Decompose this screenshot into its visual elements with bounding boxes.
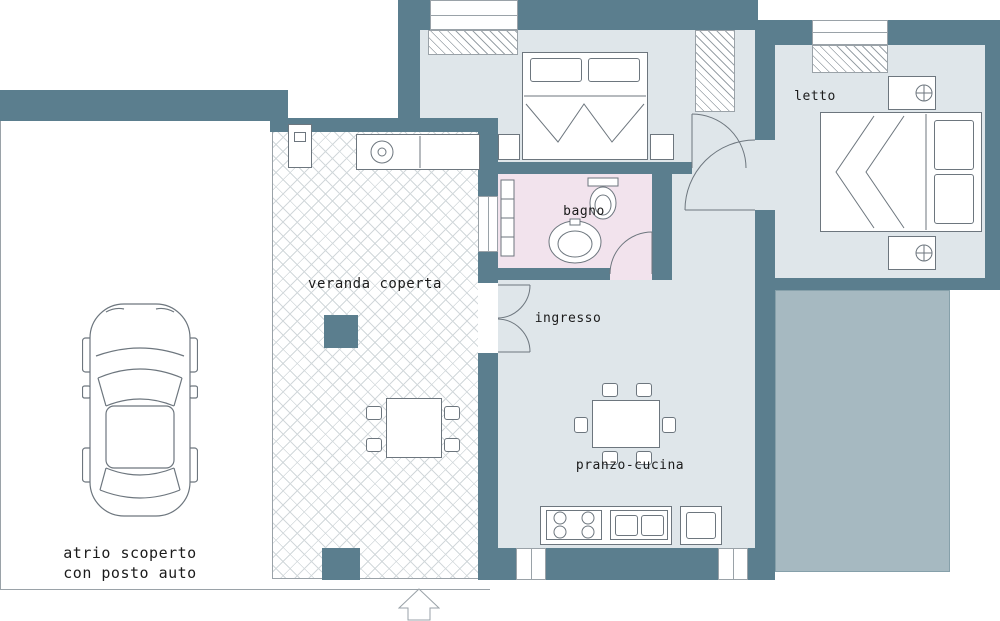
car-top-view <box>82 303 198 517</box>
atrio-label-line1: atrio scoperto <box>63 544 197 562</box>
bagno-label: bagno <box>563 204 605 219</box>
wall-veranda-top <box>270 118 498 132</box>
boiler <box>288 124 312 168</box>
wall-bath-top <box>478 162 692 174</box>
bed-linen-lines <box>835 114 927 230</box>
chair <box>366 438 382 452</box>
lamp-icon <box>915 84 933 102</box>
radiator <box>812 45 888 73</box>
pillow <box>934 120 974 170</box>
wall-bath-right <box>652 162 672 280</box>
fridge-body <box>686 512 716 539</box>
letto-door-icon <box>684 139 756 211</box>
toilet-icon <box>587 177 619 220</box>
wall-bath-bottom <box>478 268 610 280</box>
chair <box>574 417 588 433</box>
washbasin-icon <box>548 218 602 264</box>
chair <box>636 451 652 465</box>
bath-door-opening <box>610 268 652 280</box>
double-door-icon <box>497 284 531 353</box>
veranda-bottom-line <box>272 578 478 579</box>
veranda-left-line <box>272 121 273 578</box>
dresser <box>428 30 518 55</box>
window-pane-line <box>487 197 489 251</box>
bedroom-door-opening <box>692 162 755 174</box>
chair <box>662 417 676 433</box>
sink-basin <box>615 515 638 536</box>
window-pane-line <box>813 32 887 33</box>
veranda-tiled-floor <box>272 132 478 578</box>
nightstand <box>498 134 520 160</box>
nightstand <box>650 134 674 160</box>
window-pane-line <box>431 14 517 16</box>
kitchen-sink-icon <box>610 510 668 540</box>
bathroom-door-icon <box>609 231 653 275</box>
terrace-area <box>775 290 950 572</box>
pranzo-cucina-label: pranzo-cucina <box>575 458 685 473</box>
letto-top-window <box>812 20 888 45</box>
boiler-panel <box>294 132 306 142</box>
veranda-pillar <box>324 315 358 348</box>
hallway-floor <box>672 174 755 280</box>
bathroom-radiator-icon <box>500 179 515 257</box>
bath-window <box>478 196 498 252</box>
entrance-arrow-icon <box>398 588 440 621</box>
wall-top-left-band <box>0 90 288 121</box>
dining-table <box>592 400 660 448</box>
lamp-icon <box>915 244 933 262</box>
wardrobe <box>695 30 735 112</box>
letto-door-opening <box>755 140 775 210</box>
courtyard-bottom-line <box>0 589 490 590</box>
fridge-icon <box>680 506 722 545</box>
ingresso-label: ingresso <box>534 311 602 326</box>
veranda-door-opening <box>478 283 498 353</box>
kitchen-bottom-window-2 <box>718 548 748 580</box>
atrio-label-line2: con posto auto <box>63 564 197 582</box>
burner-icons <box>553 511 595 539</box>
pillow <box>588 58 640 82</box>
kitchen-bottom-window-1 <box>516 548 546 580</box>
double-bed <box>820 112 982 232</box>
wall-rightwing-right <box>985 20 1000 290</box>
veranda-sink-counter <box>356 134 480 170</box>
letto-label: letto <box>794 89 836 104</box>
chair <box>602 383 618 397</box>
wall-bedroom-left <box>398 0 420 132</box>
chair <box>366 406 382 420</box>
bedroom-top-window <box>430 0 518 30</box>
sink-basin <box>641 515 664 536</box>
chair <box>636 383 652 397</box>
veranda-bottom-pillar <box>322 548 360 580</box>
pillow <box>934 174 974 224</box>
window-pane-line <box>530 549 532 579</box>
pillow <box>530 58 582 82</box>
wall-letto-bottom <box>775 278 1000 290</box>
chair <box>444 406 460 420</box>
chair <box>444 438 460 452</box>
courtyard-left-line <box>0 121 1 590</box>
bed-linen-lines <box>524 95 646 143</box>
veranda-sink-icon <box>370 136 421 168</box>
chair <box>602 451 618 465</box>
veranda-label: veranda coperta <box>308 276 442 292</box>
bedroom-door-icon <box>691 113 747 169</box>
window-pane-line <box>732 549 734 579</box>
veranda-table <box>386 398 442 458</box>
